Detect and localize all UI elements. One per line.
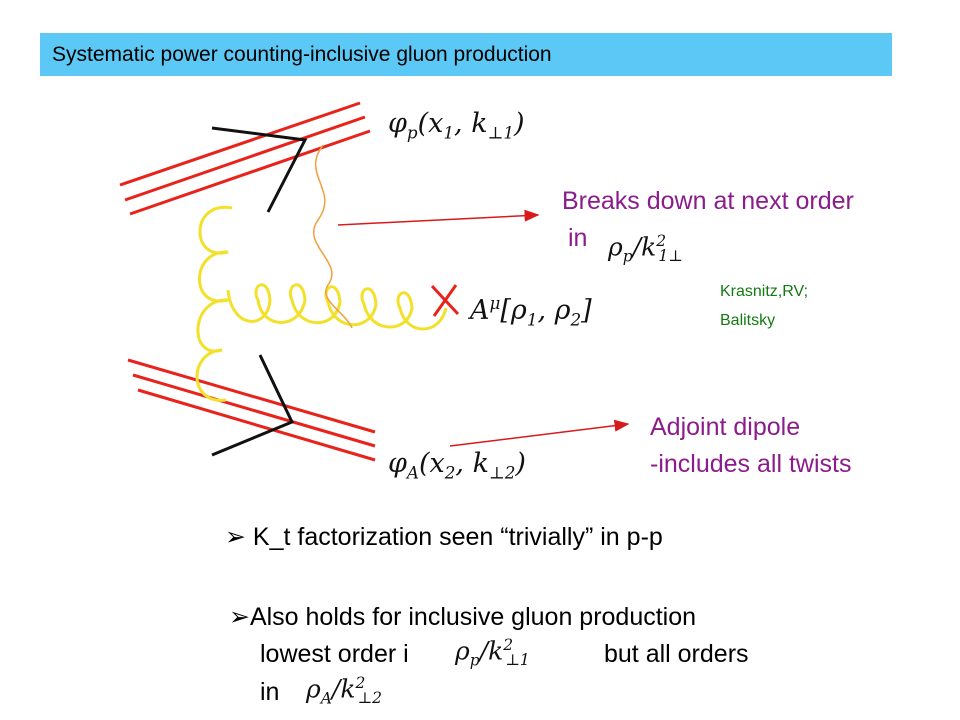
phi-a-label: φA(x2, k⊥2) xyxy=(388,448,526,483)
bullet-arrow-icon: ➢ xyxy=(225,522,246,551)
breaks-down-in: in xyxy=(568,224,588,252)
credits-line1: Krasnitz,RV; xyxy=(720,283,809,300)
bullet-2-math2: ρA/k2⊥2 xyxy=(306,674,383,708)
bullet-2-line2b: but all orders xyxy=(604,640,749,668)
breaks-down-text: Breaks down at next order xyxy=(562,187,854,215)
arrow-breaks-down xyxy=(337,209,540,226)
bullet-arrow-icon: ➢ xyxy=(229,602,250,631)
slide-title: Systematic power counting-inclusive gluo… xyxy=(52,43,552,66)
bullet-2-math1: ρp/k2⊥1 xyxy=(455,636,530,670)
adjoint-dipole-text: Adjoint dipole xyxy=(650,413,801,441)
vertical-gluon xyxy=(195,205,233,402)
bullet-2: ➢Also holds for inclusive gluon producti… xyxy=(229,602,696,632)
horizontal-gluon xyxy=(226,283,448,331)
upper-quark-line xyxy=(211,126,308,213)
adjoint-twists-text: -includes all twists xyxy=(650,450,852,478)
cut-cross xyxy=(430,284,460,317)
title-bar: Systematic power counting-inclusive gluo… xyxy=(40,33,892,76)
bullet-1-text: K_t factorization seen “trivially” in p-… xyxy=(252,523,663,551)
orange-exchange-line xyxy=(312,144,353,329)
bullet-2-text: Also holds for inclusive gluon productio… xyxy=(249,603,697,631)
arrow-adjoint-dipole xyxy=(449,419,630,447)
bullet-2-line3: in xyxy=(260,678,280,706)
lower-nucleus-lines xyxy=(127,358,376,462)
a-mu-label: Aμ[ρ1, ρ2] xyxy=(470,293,592,330)
bullet-2-line2a: lowest order i xyxy=(260,640,409,668)
bullet-1: ➢ K_t factorization seen “trivially” in … xyxy=(225,522,663,552)
upper-nucleus-lines xyxy=(119,101,371,216)
credits-line2: Balitsky xyxy=(720,312,776,329)
rho-p-over-k-math: ρp/k21⊥ xyxy=(608,232,683,266)
phi-p-label: φp(x1, k⊥1) xyxy=(388,108,525,143)
lower-quark-line xyxy=(211,354,295,457)
